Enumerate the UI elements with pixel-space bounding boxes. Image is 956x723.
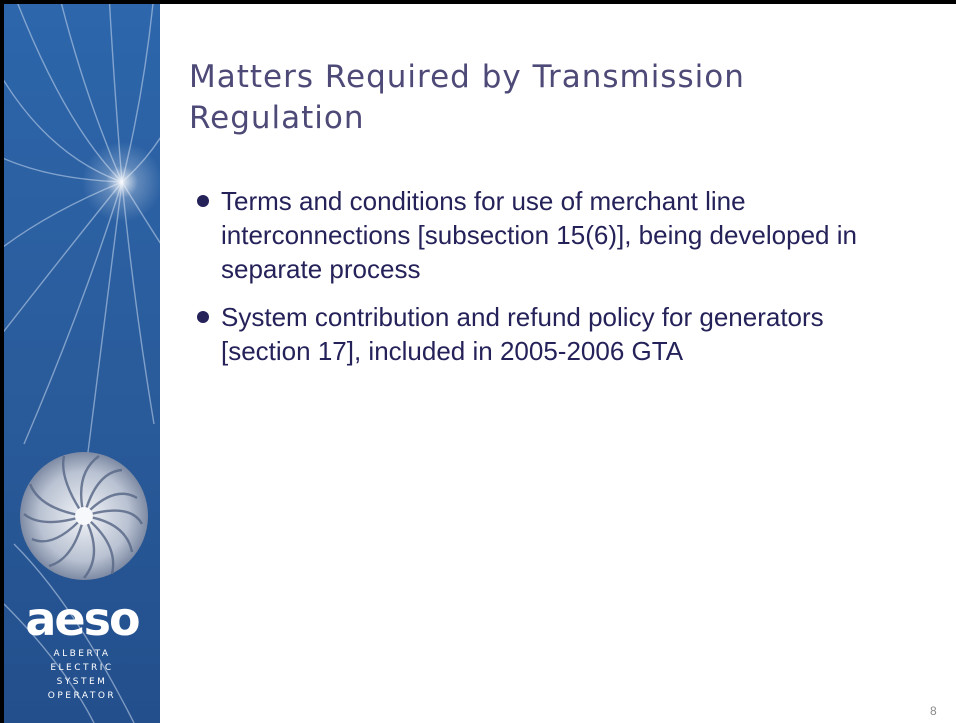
bullet-dot-icon bbox=[197, 195, 209, 207]
page-number: 8 bbox=[930, 704, 937, 718]
bullet-dot-icon bbox=[197, 311, 209, 323]
bullet-item: Terms and conditions for use of merchant… bbox=[197, 184, 917, 286]
bullet-text: Terms and conditions for use of merchant… bbox=[221, 186, 857, 284]
swirl-logo-icon bbox=[20, 452, 148, 580]
brand-sidebar: aeso ALBERTA ELECTRIC SYSTEM OPERATOR bbox=[4, 4, 160, 723]
bullet-text: System contribution and refund policy fo… bbox=[221, 302, 824, 366]
logo-tagline-line: SYSTEM bbox=[56, 677, 108, 687]
bullet-item: System contribution and refund policy fo… bbox=[197, 300, 917, 368]
aeso-wordmark: aeso bbox=[25, 592, 140, 646]
logo-tagline-line: OPERATOR bbox=[47, 691, 117, 701]
slide: aeso ALBERTA ELECTRIC SYSTEM OPERATOR Ma… bbox=[4, 4, 956, 723]
bullet-list: Terms and conditions for use of merchant… bbox=[197, 184, 917, 382]
slide-title: Matters Required by Transmission Regulat… bbox=[189, 59, 745, 136]
starburst-graphic bbox=[4, 4, 160, 723]
logo-tagline-line: ELECTRIC bbox=[50, 663, 114, 673]
logo-tagline-line: ALBERTA bbox=[53, 649, 111, 659]
